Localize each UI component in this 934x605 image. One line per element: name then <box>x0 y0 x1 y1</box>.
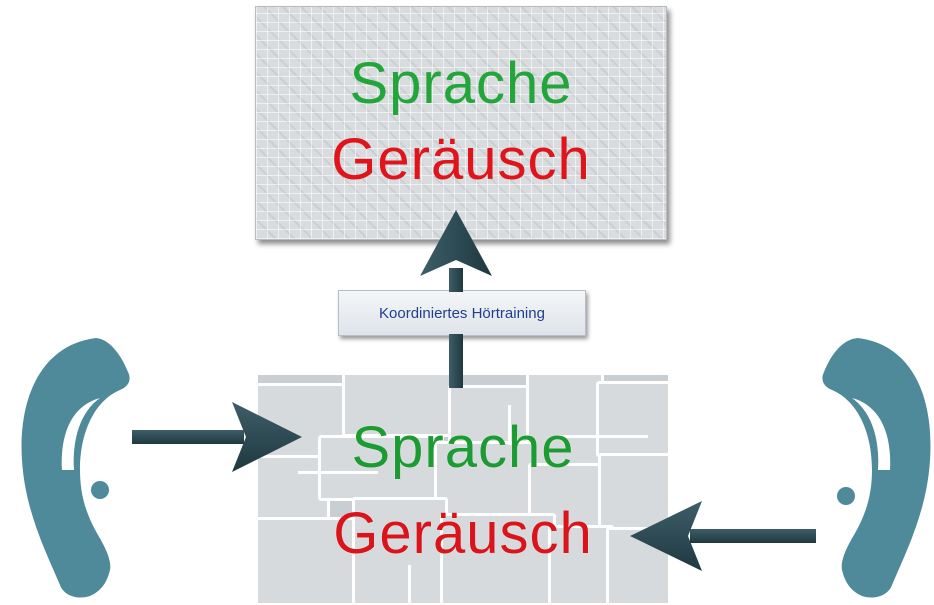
noise-label-top: Geräusch <box>331 127 591 192</box>
crack-line <box>558 435 648 438</box>
fragment-tile <box>598 453 668 531</box>
up-arrow-lower <box>449 334 463 388</box>
crack-line <box>298 471 378 474</box>
fragment-tile <box>434 441 536 517</box>
fragment-tile <box>448 385 534 447</box>
raw-signal-box: Sprache Geräusch <box>258 375 668 603</box>
crack-line <box>408 565 411 603</box>
speech-label-bottom: Sprache <box>351 415 575 480</box>
right-ear-icon <box>822 338 931 598</box>
noise-label-bottom: Geräusch <box>333 501 593 566</box>
fragment-tile <box>596 381 668 457</box>
right-arrow <box>132 402 302 472</box>
fragment-tile <box>526 375 604 468</box>
fragment-tile <box>548 525 614 603</box>
processed-signal-box: Sprache Geräusch <box>255 6 667 240</box>
left-ear-icon <box>21 338 130 598</box>
left-arrow <box>630 501 816 571</box>
crack-line <box>508 405 511 445</box>
up-arrow-upper <box>420 210 492 292</box>
speech-label-top: Sprache <box>349 51 573 116</box>
fragment-tile <box>528 463 606 529</box>
